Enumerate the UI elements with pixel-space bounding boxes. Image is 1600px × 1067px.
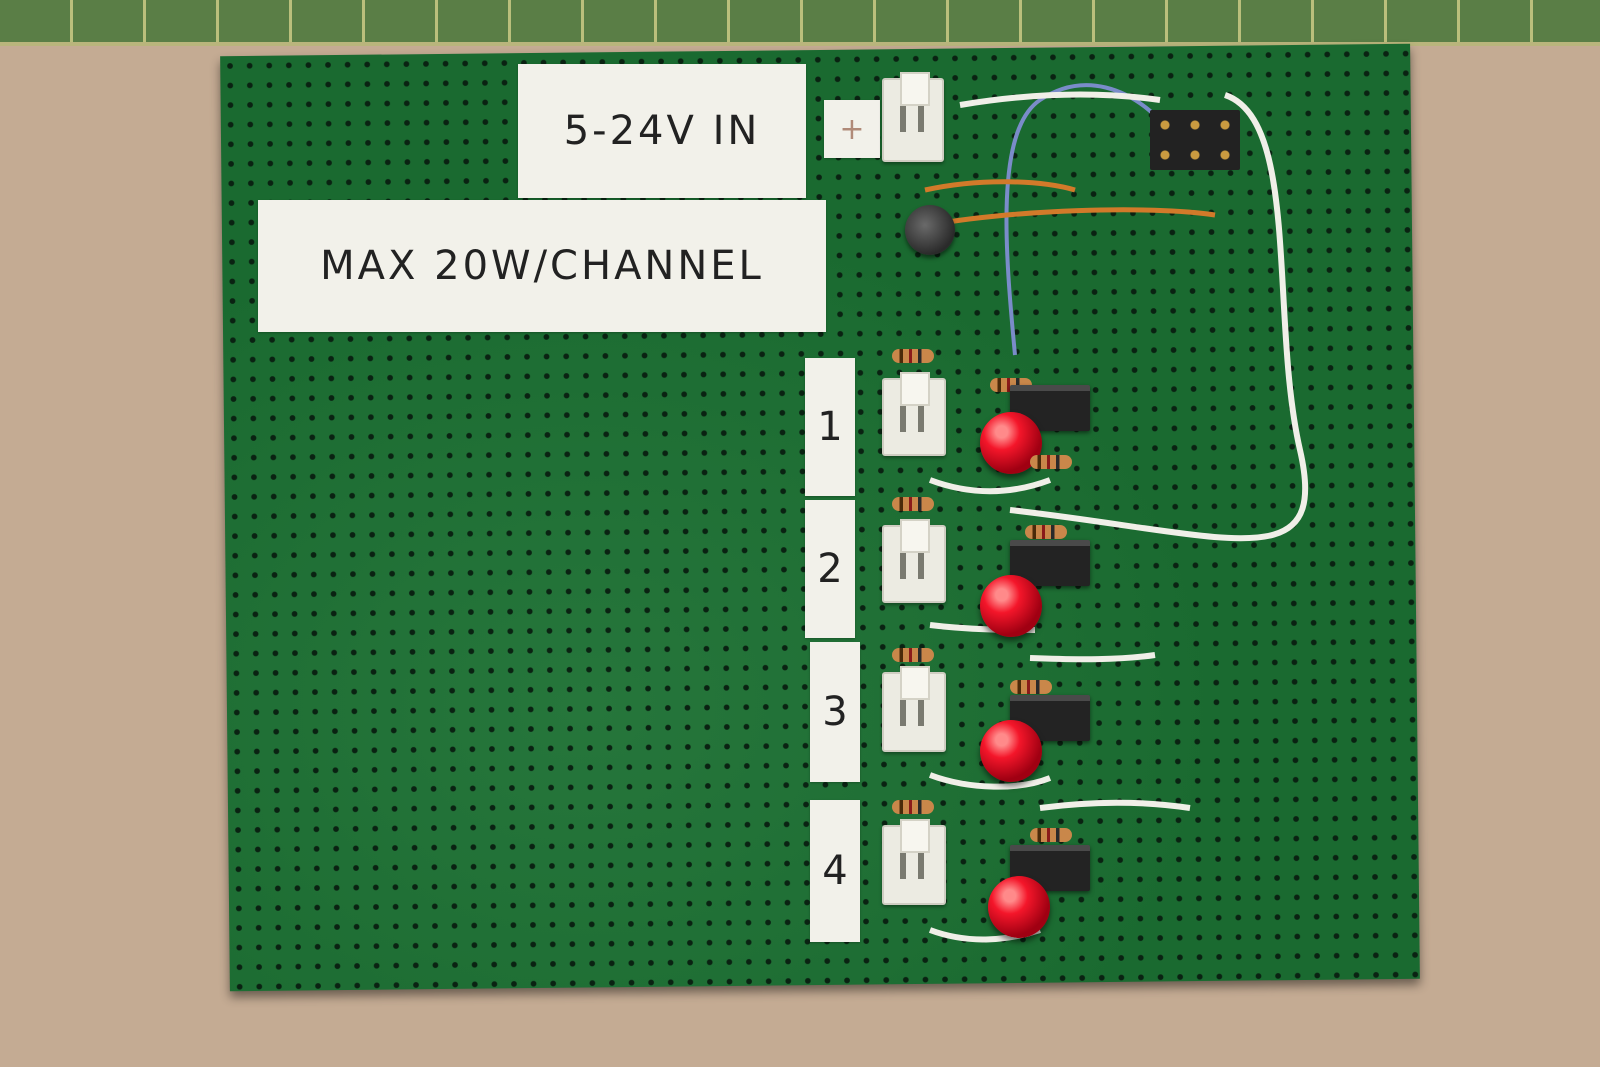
channel-4-label: 4 [810, 800, 860, 942]
resistor [892, 497, 934, 511]
resistor [892, 349, 934, 363]
blue-wire [1004, 83, 1162, 356]
channel-2-led [980, 575, 1042, 637]
white-wire-ch3 [928, 772, 1052, 790]
connector-pin [900, 406, 906, 432]
connector-pin [918, 553, 924, 579]
resistor [892, 648, 934, 662]
resistor [1030, 828, 1072, 842]
input-connector-latch [900, 72, 930, 106]
connector-latch [900, 372, 930, 406]
channel-1-label: 1 [805, 358, 855, 496]
white-wire-ch2b [1029, 652, 1156, 663]
channel-2-connector [882, 519, 946, 603]
connector-pin [900, 106, 906, 132]
connector-pin [918, 853, 924, 879]
cutting-mat [0, 0, 1600, 42]
orange-wire-1 [924, 179, 1076, 193]
pin-header [1150, 110, 1240, 170]
connector-latch [900, 519, 930, 553]
channel-3-label: 3 [810, 642, 860, 782]
white-wire-top [959, 91, 1161, 108]
input-connector [882, 72, 944, 162]
connector-pin [900, 553, 906, 579]
channel-4-led [988, 876, 1050, 938]
connector-latch [900, 819, 930, 853]
trim-potentiometer [905, 205, 955, 255]
connector-pin [900, 853, 906, 879]
max-power-label: MAX 20W/CHANNEL [258, 200, 826, 332]
connector-pin [918, 700, 924, 726]
cutting-mat-edge [0, 42, 1600, 46]
resistor [1030, 455, 1072, 469]
polarity-plus-label: + [824, 100, 880, 158]
orange-wire-2 [929, 207, 1216, 228]
connector-pin [900, 700, 906, 726]
connector-pin [918, 106, 924, 132]
white-wire-long [1009, 92, 1309, 542]
channel-1-connector [882, 372, 946, 456]
resistor [892, 800, 934, 814]
channel-2-label: 2 [805, 500, 855, 638]
input-voltage-label: 5-24V IN [518, 64, 806, 198]
connector-pin [918, 406, 924, 432]
channel-4-connector [882, 819, 946, 905]
channel-3-led [980, 720, 1042, 782]
resistor [1010, 680, 1052, 694]
channel-3-connector [882, 666, 946, 752]
white-wire-ch3b [1039, 799, 1191, 811]
connector-latch [900, 666, 930, 700]
resistor [1025, 525, 1067, 539]
white-wire-ch1 [928, 477, 1052, 495]
